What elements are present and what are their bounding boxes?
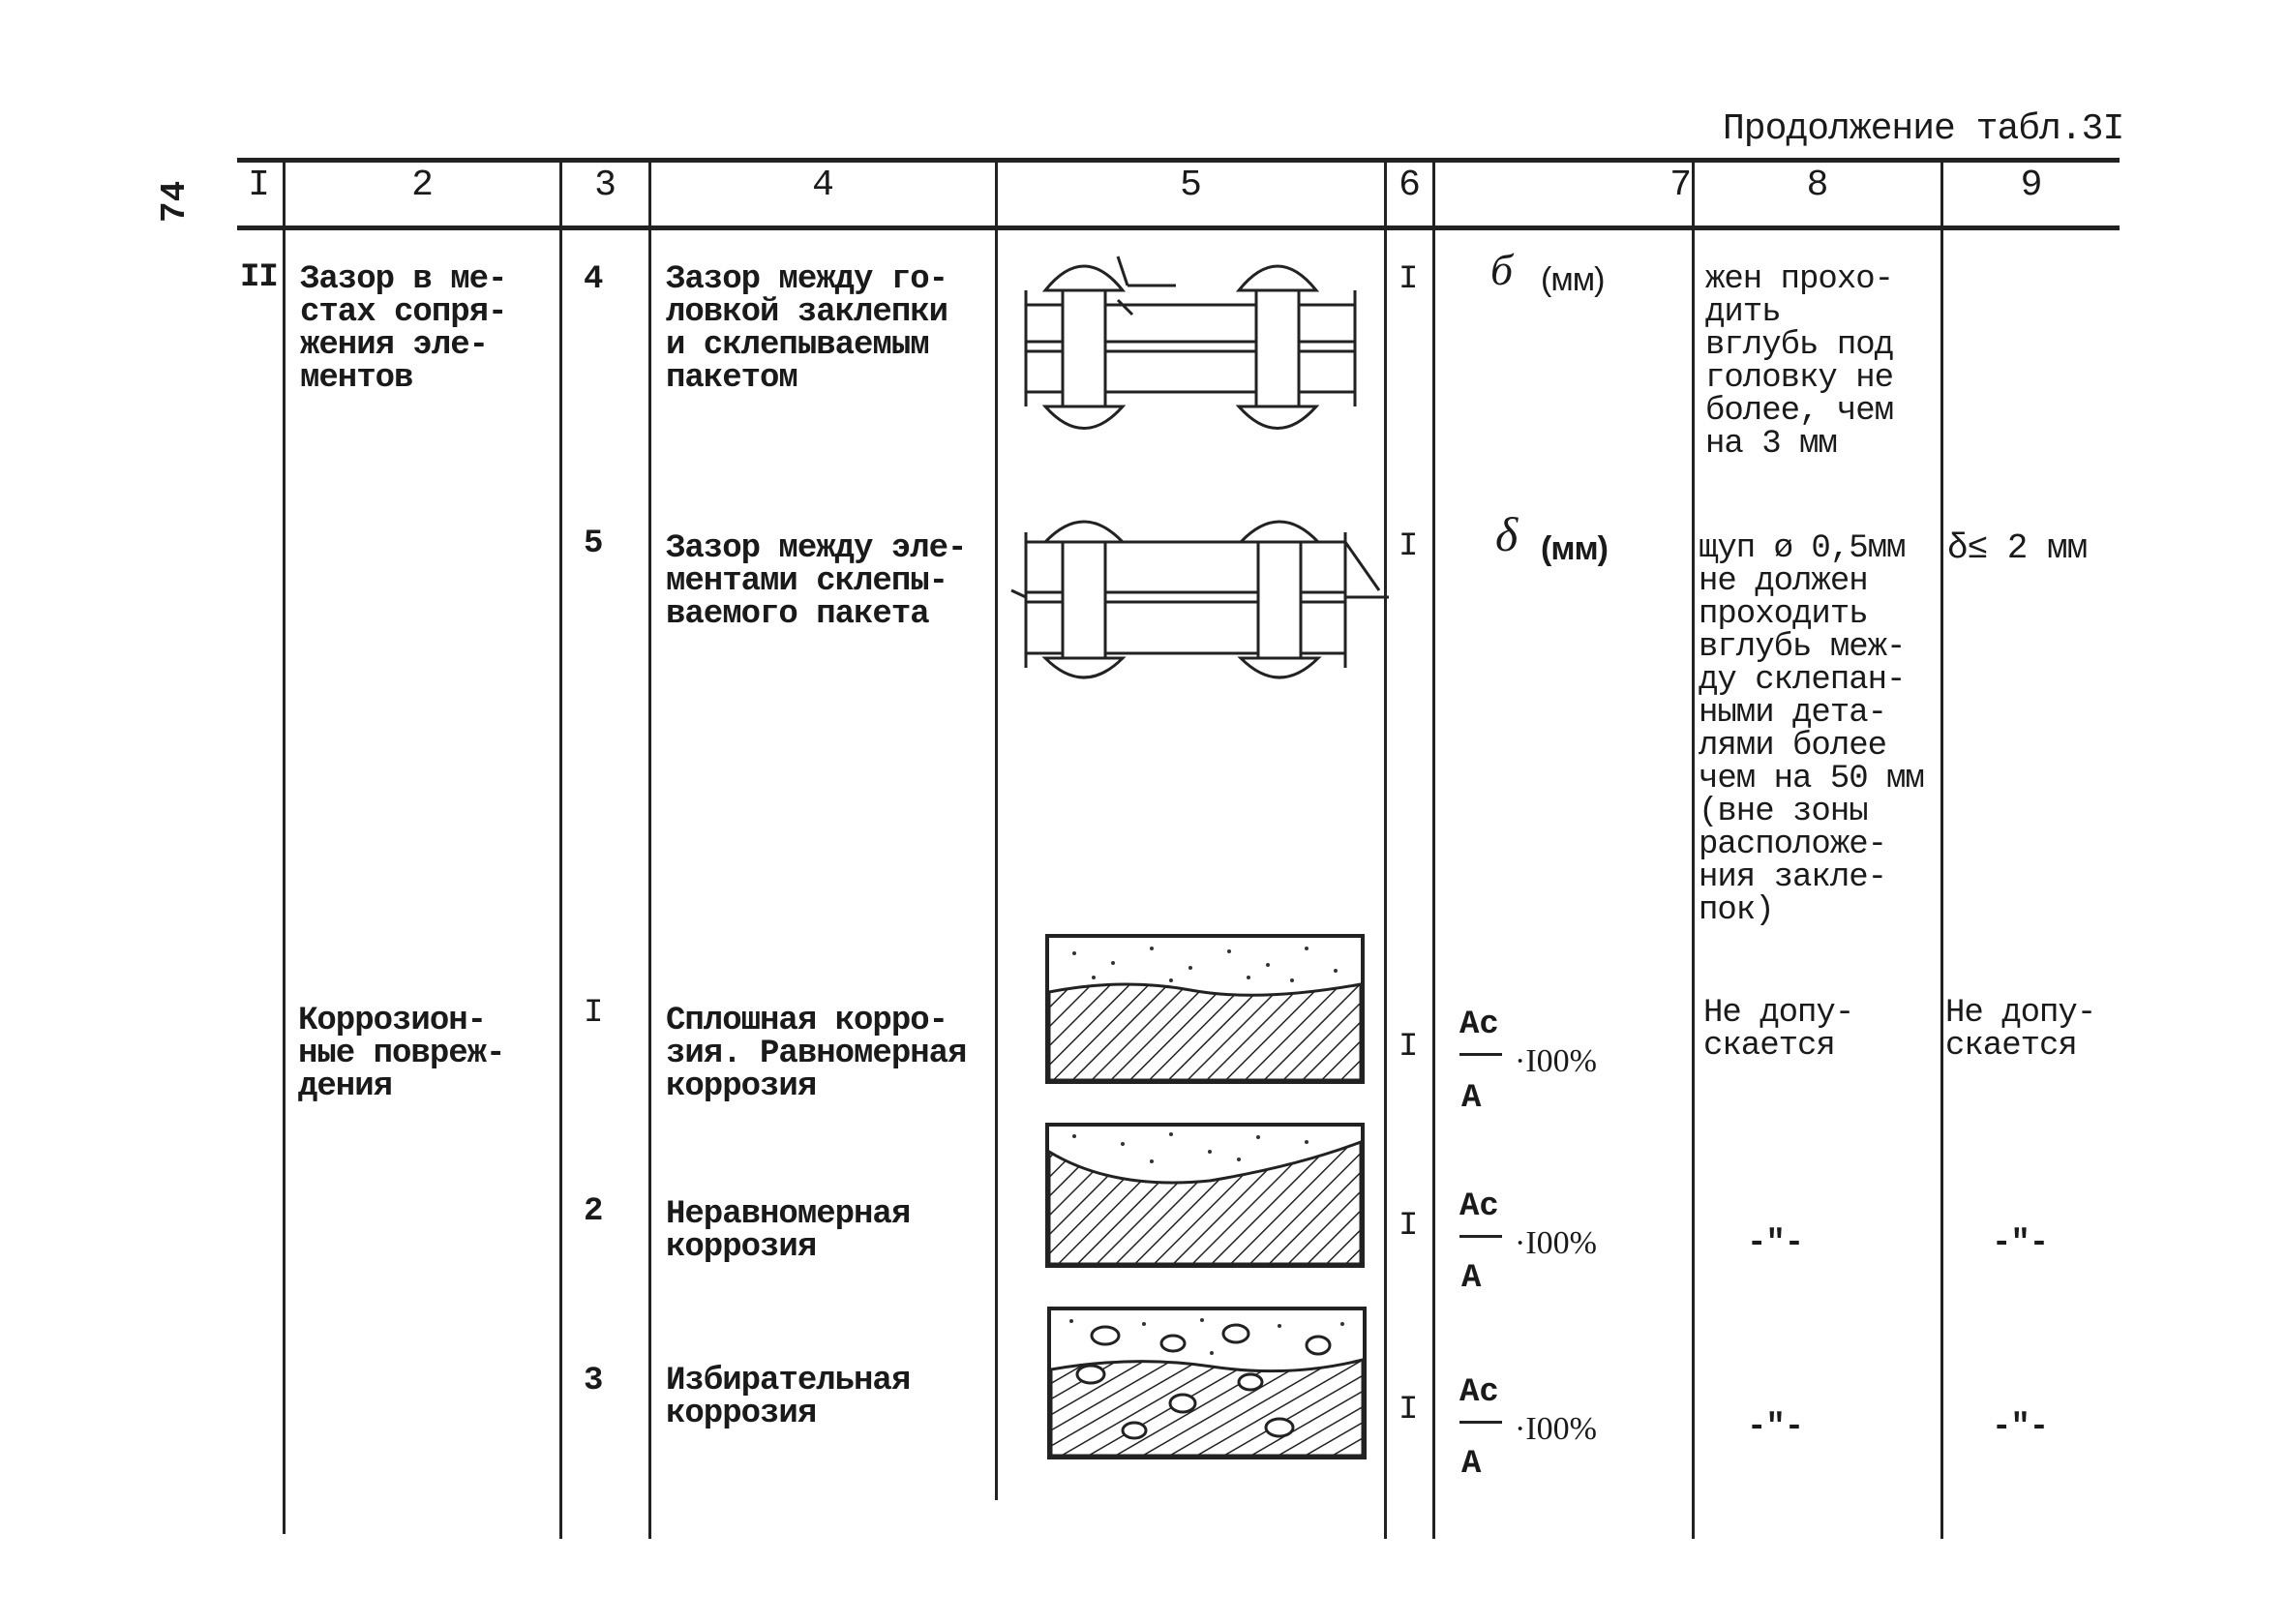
- row4-description: Неравномерная коррозия: [666, 1196, 911, 1266]
- col-divider-4: [995, 160, 998, 1500]
- col-divider-1: [283, 160, 286, 1534]
- row3-fraction-numerator: Ac: [1459, 1007, 1499, 1043]
- row5-fraction-multiplier: ·I00%: [1515, 1411, 1597, 1447]
- row2-limit: щуп ø 0,5мм не должен проходить вглубь м…: [1699, 530, 1925, 929]
- header-col-8: 8: [1806, 165, 1829, 206]
- row3-limit: Не допу- скается: [1703, 995, 1854, 1065]
- row2-max-value: δ≤ 2 мм: [1947, 528, 2088, 568]
- row4-limit: -"-: [1747, 1225, 1804, 1262]
- row5-item-number: 3: [584, 1363, 603, 1399]
- row2-category: I: [1399, 528, 1418, 565]
- row5-category: I: [1399, 1392, 1418, 1429]
- row4-item-number: 2: [584, 1193, 603, 1230]
- row3-category: I: [1399, 1029, 1418, 1066]
- table-top-rule: [237, 158, 2120, 163]
- header-col-6: 6: [1399, 165, 1421, 206]
- col-divider-6: [1432, 160, 1435, 1539]
- page-number: 74: [155, 180, 195, 223]
- col-divider-2: [559, 160, 562, 1539]
- row5-limit: -"-: [1747, 1409, 1804, 1446]
- row1-description: Зазор между го- ловкой заклепки и склепы…: [666, 261, 948, 397]
- row3-fraction-denominator: A: [1461, 1080, 1482, 1117]
- row1-item-number: 4: [584, 261, 603, 298]
- row4-fraction-denominator: A: [1461, 1260, 1482, 1297]
- row4-fraction-bar: [1459, 1235, 1502, 1238]
- row3-fraction-bar: [1459, 1053, 1502, 1056]
- header-col-4: 4: [812, 165, 834, 206]
- row1-category: I: [1399, 261, 1418, 298]
- header-bottom-rule: [237, 226, 2120, 230]
- row4-fraction-multiplier: ·I00%: [1515, 1225, 1597, 1261]
- col-divider-8: [1940, 160, 1943, 1539]
- row1-measure-unit: (мм): [1541, 261, 1605, 298]
- row1-measure-symbol: б: [1490, 245, 1513, 294]
- row3-description: Сплошная корро- зия. Равномерная коррози…: [666, 1003, 967, 1105]
- header-col-7: 7: [1669, 165, 1692, 206]
- row3-allowed: Не допу- скается: [1945, 995, 2096, 1065]
- row5-fraction-numerator: Ac: [1459, 1374, 1499, 1411]
- row3-fraction-multiplier: ·I00%: [1515, 1043, 1597, 1079]
- row3-defect-group: Коррозион- ные повреж- дения: [298, 1003, 505, 1105]
- row2-item-number: 5: [584, 526, 603, 562]
- col-divider-7: [1692, 160, 1695, 1539]
- continuation-title: Продолжение табл.3I: [1723, 108, 2124, 150]
- header-col-2: 2: [411, 165, 434, 206]
- header-col-9: 9: [2020, 165, 2043, 206]
- uniform-corrosion-figure: [1045, 934, 1365, 1084]
- row2-measure-unit: (мм): [1541, 530, 1609, 567]
- row1-group-number: II: [240, 259, 279, 296]
- uneven-corrosion-figure: [1045, 1123, 1365, 1268]
- row1-limit: жен прохо- дить вглубь под головку не бо…: [1705, 261, 1894, 463]
- row5-allowed: -"-: [1992, 1409, 2049, 1446]
- row4-category: I: [1399, 1208, 1418, 1245]
- rivet-head-gap-figure: [1024, 256, 1357, 430]
- row2-description: Зазор между эле- ментами склепы- ваемого…: [666, 530, 967, 633]
- row3-item-number: I: [584, 995, 603, 1032]
- row2-measure-symbol: δ: [1495, 507, 1518, 561]
- row4-allowed: -"-: [1992, 1225, 2049, 1262]
- col-divider-3: [648, 160, 651, 1539]
- row5-description: Избирательная коррозия: [666, 1363, 911, 1432]
- col-divider-5: [1384, 160, 1387, 1539]
- row4-fraction-numerator: Ac: [1459, 1188, 1499, 1225]
- row1-defect-group: Зазор в ме- стах сопря- жения эле- менто…: [300, 261, 507, 397]
- row5-fraction-bar: [1459, 1421, 1502, 1424]
- row5-fraction-denominator: A: [1461, 1446, 1482, 1483]
- element-gap-figure: [1010, 520, 1389, 679]
- header-col-3: 3: [594, 165, 617, 206]
- header-col-5: 5: [1180, 165, 1202, 206]
- header-col-1: I: [248, 165, 270, 206]
- selective-corrosion-figure: [1047, 1307, 1367, 1459]
